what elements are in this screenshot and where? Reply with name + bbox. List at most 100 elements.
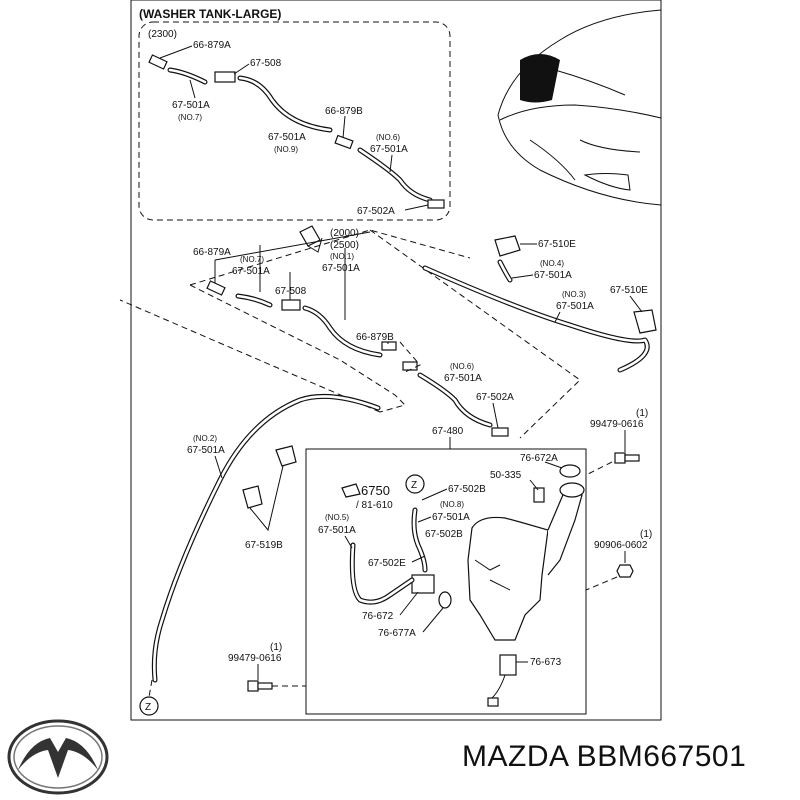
clip-lower bbox=[242, 485, 263, 509]
label-no2: (NO.2) bbox=[193, 434, 217, 443]
label-81-610: / 81-610 bbox=[356, 500, 393, 511]
grommet bbox=[438, 591, 452, 609]
joint-67-502a-b bbox=[491, 427, 509, 437]
variant-arrow bbox=[299, 225, 323, 253]
label-67-501A-no7-a: 67-501A bbox=[172, 100, 210, 111]
label-67-510E-right: 67-510E bbox=[610, 285, 648, 296]
washer-nozzle-top bbox=[494, 235, 521, 257]
label-67-501A-no6-a: 67-501A bbox=[370, 144, 408, 155]
relay-icon bbox=[341, 483, 361, 498]
label-67-501A-no9-a: 67-501A bbox=[268, 132, 306, 143]
z-marker-left-label: Z bbox=[145, 702, 151, 713]
group-code: (2300) bbox=[148, 29, 177, 40]
joint-67-508-b bbox=[281, 299, 301, 311]
qty-99479-left: (1) bbox=[270, 642, 282, 653]
hose-no8 bbox=[411, 507, 428, 573]
diagram-frame bbox=[130, 0, 662, 721]
label-67-502E: 67-502E bbox=[368, 558, 406, 569]
check-valve-a bbox=[148, 54, 168, 70]
label-76-672: 76-672 bbox=[362, 611, 394, 622]
label-99479-0616-right: 99479-0616 bbox=[590, 419, 644, 430]
group-b-border-right bbox=[369, 229, 581, 439]
label-no6-b: (NO.6) bbox=[450, 362, 474, 371]
joint-no6-b bbox=[402, 361, 418, 371]
label-no7-b: (NO.7) bbox=[240, 255, 264, 264]
label-67-519B: 67-519B bbox=[245, 540, 283, 551]
group-b-border-top bbox=[189, 229, 471, 286]
label-67-501A-no3: 67-501A bbox=[556, 301, 594, 312]
washer-tank-box bbox=[305, 448, 587, 715]
clip-upper bbox=[275, 445, 297, 467]
washer-nozzle-right bbox=[633, 309, 657, 334]
label-no6-a: (NO.6) bbox=[376, 133, 400, 142]
label-67-501A-no6-b: 67-501A bbox=[444, 373, 482, 384]
hose-no4 bbox=[497, 259, 513, 283]
filler-cap bbox=[559, 464, 581, 478]
hose-no1-group-b bbox=[302, 305, 383, 358]
label-67-501A-no2: 67-501A bbox=[187, 445, 225, 456]
qty-90906: (1) bbox=[640, 529, 652, 540]
variant-code-2000: (2000) bbox=[330, 228, 359, 239]
label-67-501A-no1-b: 67-501A bbox=[322, 263, 360, 274]
hose-no3 bbox=[422, 265, 650, 373]
joint-67-502a-a bbox=[427, 199, 445, 209]
hose-no7-group-b bbox=[235, 293, 273, 308]
washer-tank-large-group bbox=[138, 21, 451, 221]
label-no5: (NO.5) bbox=[325, 513, 349, 522]
hose-no6-group-b bbox=[417, 372, 493, 428]
group-title: (WASHER TANK-LARGE) bbox=[139, 7, 281, 21]
group-b-border-left bbox=[189, 284, 406, 413]
z-marker-left bbox=[139, 696, 159, 716]
label-67-501A-no4: 67-501A bbox=[534, 270, 572, 281]
label-99479-0616-left: 99479-0616 bbox=[228, 653, 282, 664]
label-67-480: 67-480 bbox=[432, 426, 464, 437]
hose-no9-group-a bbox=[237, 75, 333, 133]
pump-assembly bbox=[411, 574, 452, 609]
label-67-502B-top: 67-502B bbox=[448, 484, 486, 495]
label-76-672A: 76-672A bbox=[520, 453, 558, 464]
nut-90906 bbox=[616, 564, 634, 578]
label-90906-0602: 90906-0602 bbox=[594, 540, 648, 551]
label-50-335: 50-335 bbox=[490, 470, 522, 481]
hose-no6-group-a bbox=[357, 147, 433, 203]
hose-no7-group-a bbox=[167, 67, 208, 85]
label-67-502B: 67-502B bbox=[425, 529, 463, 540]
hose-no2 bbox=[151, 393, 381, 683]
label-67-502A-b: 67-502A bbox=[476, 392, 514, 403]
label-66-879A-a: 66-879A bbox=[193, 40, 231, 51]
label-67-501A-no7-b: 67-501A bbox=[232, 266, 270, 277]
label-67-501A-no5: 67-501A bbox=[318, 525, 356, 536]
level-sensor-clip bbox=[533, 487, 545, 503]
washer-tank bbox=[467, 464, 585, 641]
label-67-508-b: 67-508 bbox=[275, 286, 307, 297]
mazda-logo bbox=[7, 719, 109, 795]
label-67-510E-top: 67-510E bbox=[538, 239, 576, 250]
label-no4: (NO.4) bbox=[540, 259, 564, 268]
label-no9-a: (NO.9) bbox=[274, 145, 298, 154]
label-66-879B-b: 66-879B bbox=[356, 332, 394, 343]
bolt-right bbox=[614, 452, 640, 464]
z-marker-tank bbox=[405, 474, 425, 494]
joint-67-508-a bbox=[214, 71, 236, 83]
joint-66-879b-a bbox=[334, 134, 354, 150]
hose-no5 bbox=[349, 542, 415, 605]
variant-code-2500: (2500) bbox=[330, 240, 359, 251]
car-front-sketch bbox=[497, 9, 662, 206]
label-no8: (NO.8) bbox=[440, 500, 464, 509]
label-no1-b: (NO.1) bbox=[330, 252, 354, 261]
washer-motor bbox=[487, 654, 517, 707]
label-66-879A-b: 66-879A bbox=[193, 247, 231, 258]
qty-99479-right: (1) bbox=[636, 408, 648, 419]
label-no3: (NO.3) bbox=[562, 290, 586, 299]
label-no7-a: (NO.7) bbox=[178, 113, 202, 122]
label-67-502A-a: 67-502A bbox=[357, 206, 395, 217]
label-66-879B-a: 66-879B bbox=[325, 106, 363, 117]
bolt-left bbox=[247, 680, 273, 692]
z-marker-tank-label: Z bbox=[411, 480, 417, 491]
check-valve-b bbox=[206, 280, 226, 296]
label-67-508-a: 67-508 bbox=[250, 58, 282, 69]
label-76-673: 76-673 bbox=[530, 657, 562, 668]
group-b-border-bottom bbox=[119, 299, 381, 413]
label-6750: 6750 bbox=[361, 483, 390, 498]
